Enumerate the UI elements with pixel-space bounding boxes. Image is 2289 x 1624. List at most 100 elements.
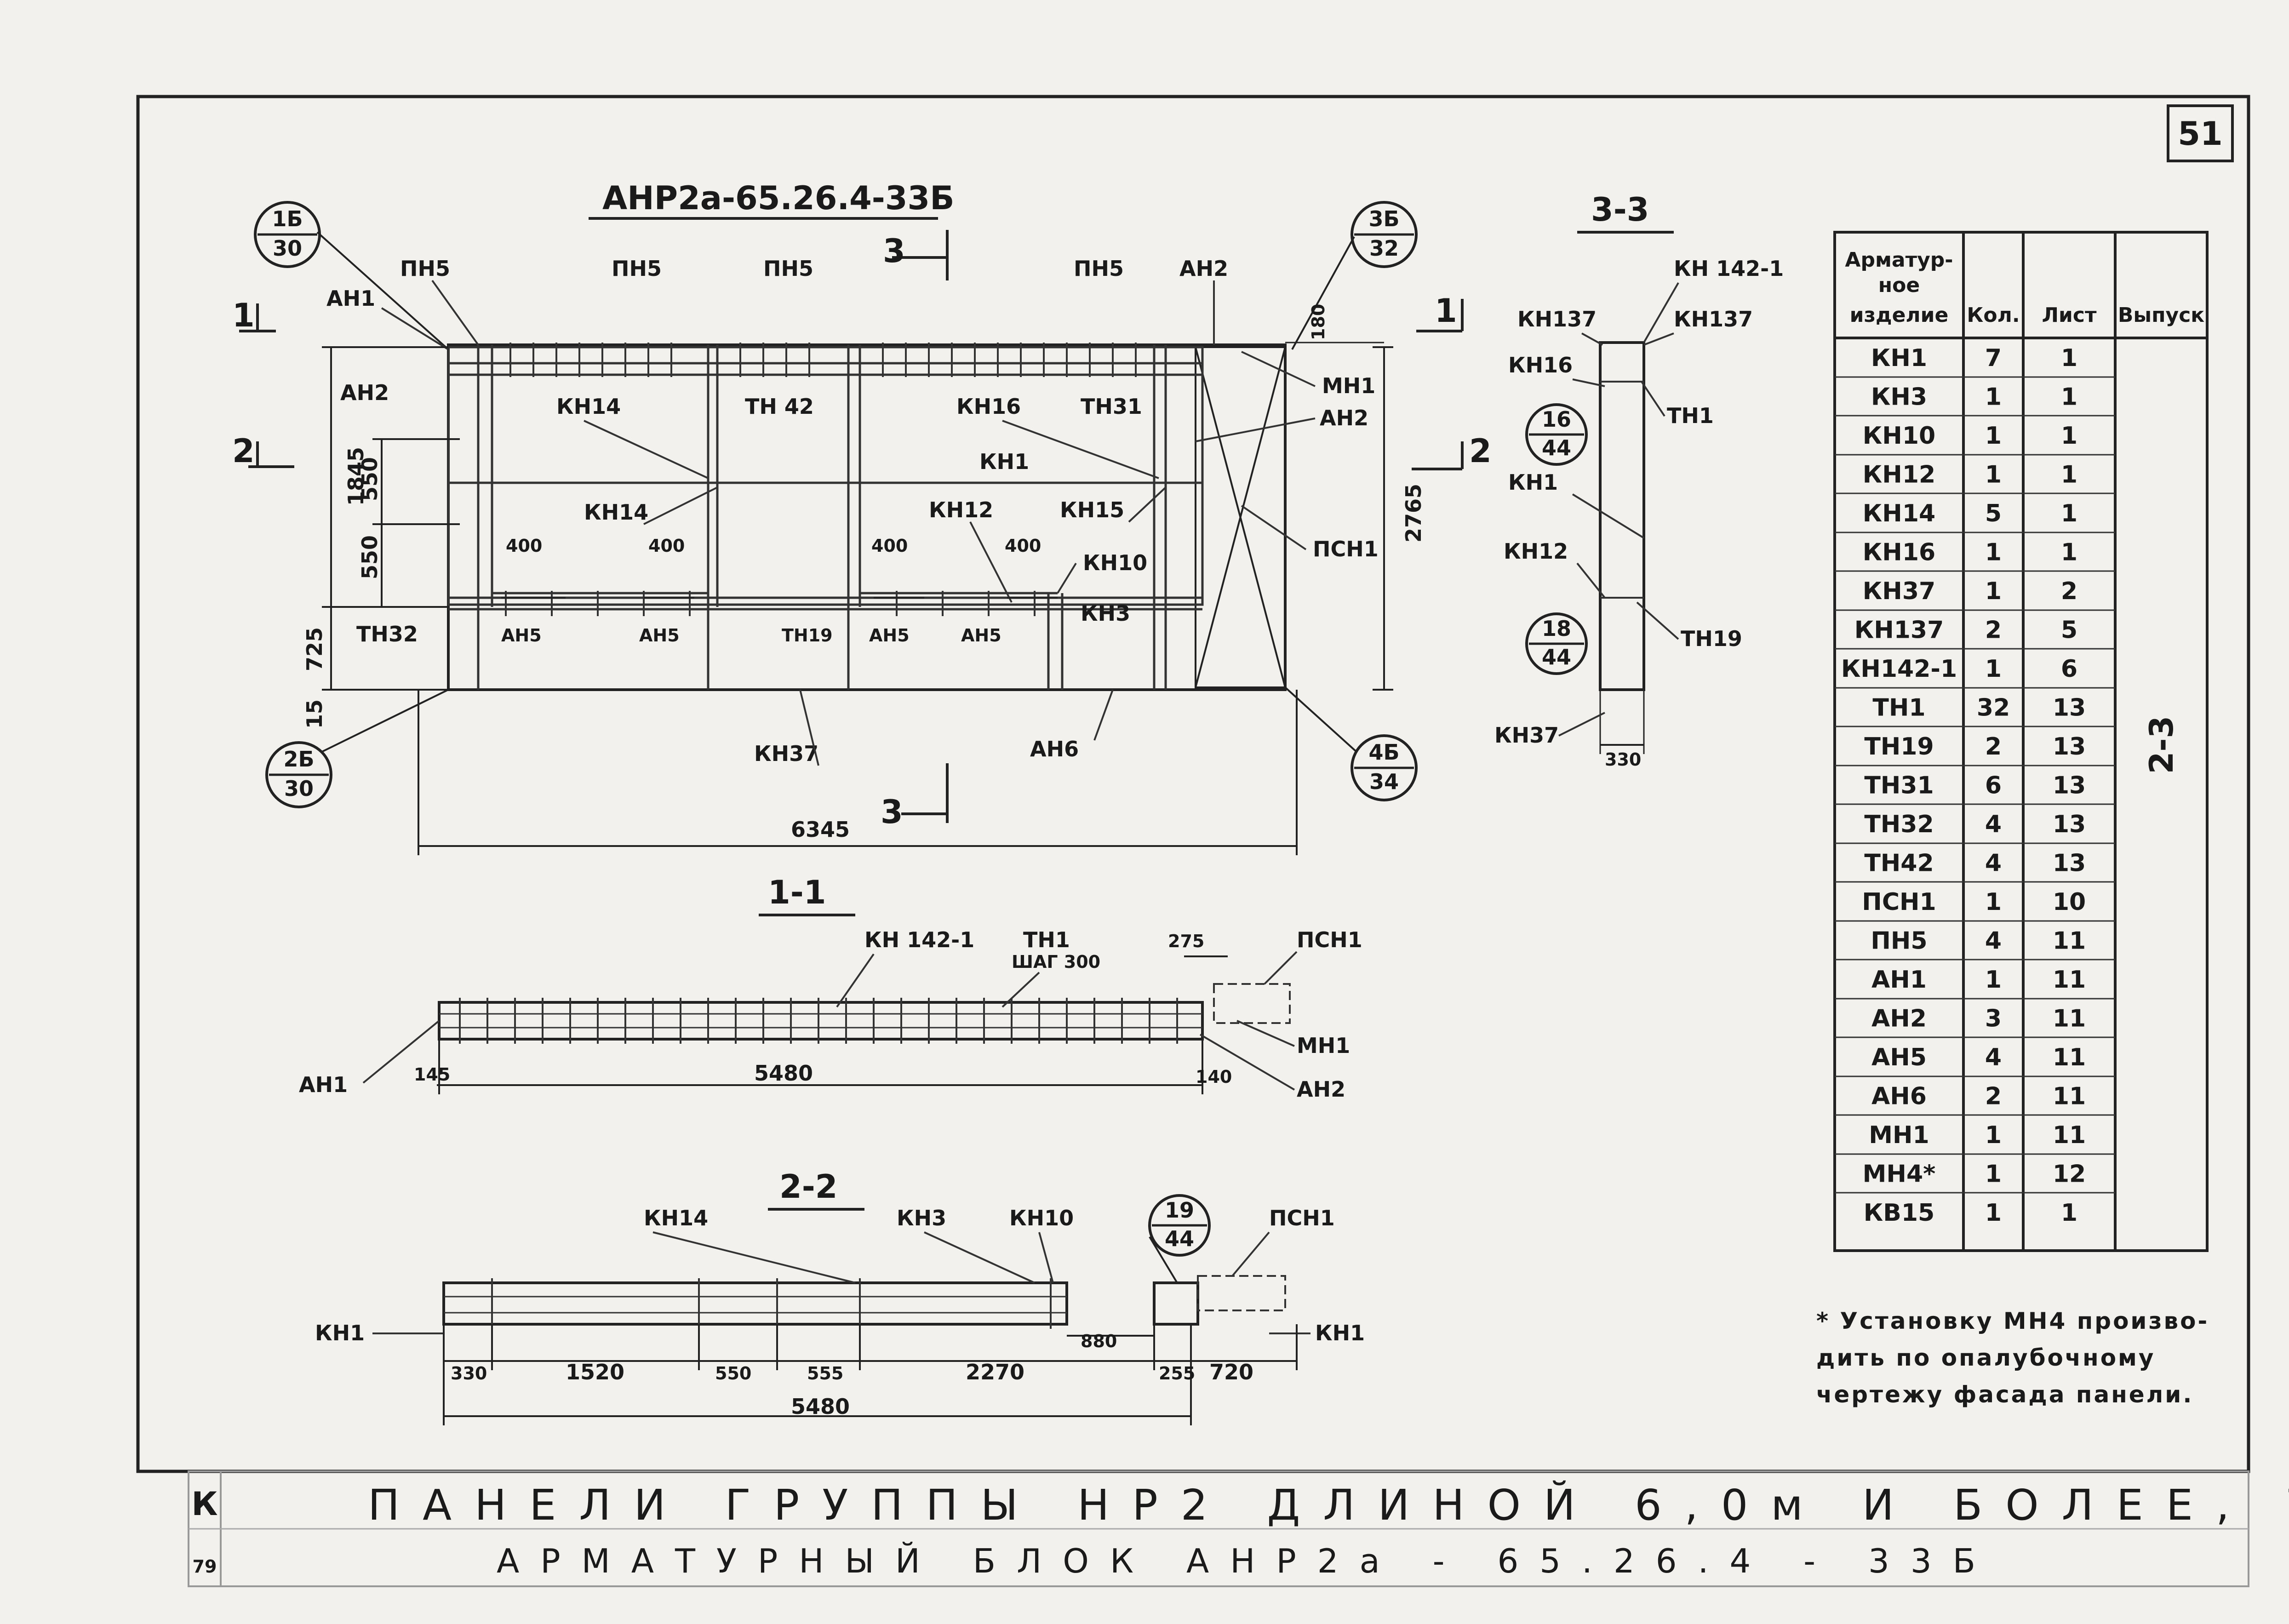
svg-text:30: 30 xyxy=(284,776,314,801)
spec-item: КН12 xyxy=(1863,461,1935,488)
spec-item: ТН42 xyxy=(1864,849,1934,877)
label-th42: ТН 42 xyxy=(745,394,814,419)
spec-sheet: 13 xyxy=(2053,811,2086,838)
label-kn14-top: КН14 xyxy=(556,394,621,419)
spec-sheet: 13 xyxy=(2053,772,2086,799)
section-1-1-title: 1-1 xyxy=(768,874,826,911)
dim-400-1: 400 xyxy=(506,536,542,556)
label-kn137-left: КН137 xyxy=(1517,307,1597,332)
section-marks xyxy=(239,230,1464,823)
spec-qty: 4 xyxy=(1985,811,2002,838)
spec-table: Арматур- ное изделие Кол. Лист Выпуск КН… xyxy=(1833,231,2209,1252)
spec-sheet: 1 xyxy=(2061,461,2077,488)
label-kn15: КН15 xyxy=(1060,497,1124,522)
label-kn137-right: КН137 xyxy=(1674,307,1753,332)
dim-15: 15 xyxy=(302,699,327,729)
block-title: АНР2а-65.26.4-33Б xyxy=(602,179,955,217)
svg-text:2Б: 2Б xyxy=(283,747,314,772)
spec-qty: 4 xyxy=(1985,927,2002,955)
dim-2270: 2270 xyxy=(966,1360,1024,1384)
dim-880: 880 xyxy=(1081,1331,1117,1351)
dim-6345: 6345 xyxy=(791,817,850,842)
spec-sheet: 10 xyxy=(2053,888,2086,916)
svg-text:16: 16 xyxy=(1542,407,1571,432)
label-kn1: КН1 xyxy=(979,449,1029,474)
spec-qty: 5 xyxy=(1985,500,2002,527)
section-2-2-leaders xyxy=(372,1231,1310,1334)
dim-400-3: 400 xyxy=(871,536,908,556)
dim-330: 330 xyxy=(1605,749,1641,770)
spec-sheet: 11 xyxy=(2053,966,2086,994)
label-kn14: КН14 xyxy=(644,1206,708,1230)
spec-item: АН1 xyxy=(1871,966,1927,994)
dim-145: 145 xyxy=(414,1064,450,1085)
dim-2765: 2765 xyxy=(1401,484,1426,543)
dim-330: 330 xyxy=(451,1363,487,1384)
label-kn3: КН3 xyxy=(897,1206,946,1230)
spec-qty: 1 xyxy=(1985,461,2002,488)
label-psh1: ПСН1 xyxy=(1313,537,1379,561)
spec-qty: 7 xyxy=(1985,344,2002,372)
spec-qty: 4 xyxy=(1985,1044,2002,1071)
section-3-3-title: 3-3 xyxy=(1591,191,1649,229)
label-psh1: ПСН1 xyxy=(1269,1206,1335,1230)
svg-text:44: 44 xyxy=(1165,1226,1194,1251)
section-1-1-ties xyxy=(459,998,1178,1044)
spec-sheet: 1 xyxy=(2061,383,2077,411)
svg-text:3Б: 3Б xyxy=(1368,206,1399,231)
spec-item: АН2 xyxy=(1871,1005,1927,1032)
node-ref-3b: 3Б 32 xyxy=(1291,201,1418,350)
label-ah5-4: АН5 xyxy=(961,625,1001,646)
main-view: АНР2а-65.26.4-33Б xyxy=(232,179,1492,855)
note: * Установку МН4 произво- дить по опалубо… xyxy=(1816,1308,2207,1408)
title-block: К 79 ПАНЕЛИ ГРУППЫ НР2 ДЛИНОЙ 6,0м И БОЛ… xyxy=(188,1470,2289,1587)
spec-item: КН14 xyxy=(1863,500,1935,527)
spec-qty: 1 xyxy=(1985,383,2002,411)
spec-sheet: 5 xyxy=(2061,616,2077,644)
label-kn1: КН1 xyxy=(1508,470,1558,495)
label-pn5-2: ПН5 xyxy=(612,256,662,281)
label-th1: ТН1 xyxy=(1023,927,1070,952)
spec-qty: 1 xyxy=(1985,888,2002,916)
section-mark-2-right: 2 xyxy=(1469,432,1492,470)
spec-qty: 6 xyxy=(1985,772,2002,799)
label-kn10: КН10 xyxy=(1083,550,1147,575)
label-ah2: АН2 xyxy=(1297,1077,1345,1102)
node-ref-1b: 1Б 30 xyxy=(254,201,449,350)
label-pn5-1: ПН5 xyxy=(400,256,450,281)
spec-qty: 1 xyxy=(1985,1199,2002,1227)
spec-item: КН137 xyxy=(1854,616,1944,644)
spec-sheet: 2 xyxy=(2061,578,2077,605)
dim-550: 550 xyxy=(715,1363,751,1384)
svg-text:ное: ное xyxy=(1878,274,1920,297)
section-2-2-node-19: 19 44 xyxy=(1148,1194,1211,1284)
label-kn14-mid: КН14 xyxy=(584,500,648,525)
spec-qty: 2 xyxy=(1985,616,2002,644)
spec-item: ТН31 xyxy=(1864,772,1934,799)
dim-5480: 5480 xyxy=(754,1061,813,1086)
dim-400-4: 400 xyxy=(1005,536,1041,556)
dim-1520: 1520 xyxy=(566,1360,624,1384)
label-th19: ТН19 xyxy=(1681,626,1742,651)
spec-qty: 3 xyxy=(1985,1005,2002,1032)
spec-sheet: 11 xyxy=(2053,1044,2086,1071)
spec-sheet: 11 xyxy=(2053,1005,2086,1032)
spec-item: КН3 xyxy=(1871,383,1927,411)
spec-item: КН16 xyxy=(1863,538,1935,566)
svg-text:Кол.: Кол. xyxy=(1967,303,2020,327)
spec-sheet: 11 xyxy=(2053,927,2086,955)
spec-qty: 4 xyxy=(1985,849,2002,877)
sheet-title-line2: АРМАТУРНЫЙ БЛОК АНР2а - 65.26.4 - 33Б xyxy=(497,1542,1997,1580)
spec-issue: 2-3 xyxy=(2143,716,2180,774)
section-2-2-dims xyxy=(443,1324,1298,1425)
dim-140: 140 xyxy=(1196,1067,1232,1087)
label-psh1: ПСН1 xyxy=(1297,927,1362,952)
label-th1: ТН1 xyxy=(1667,403,1714,428)
spec-item: КН10 xyxy=(1863,422,1935,450)
section-mark-2-left: 2 xyxy=(232,432,255,470)
label-th31: ТН31 xyxy=(1081,394,1142,419)
svg-text:изделие: изделие xyxy=(1850,303,1949,327)
section-3-3-leaders xyxy=(1558,282,1679,737)
